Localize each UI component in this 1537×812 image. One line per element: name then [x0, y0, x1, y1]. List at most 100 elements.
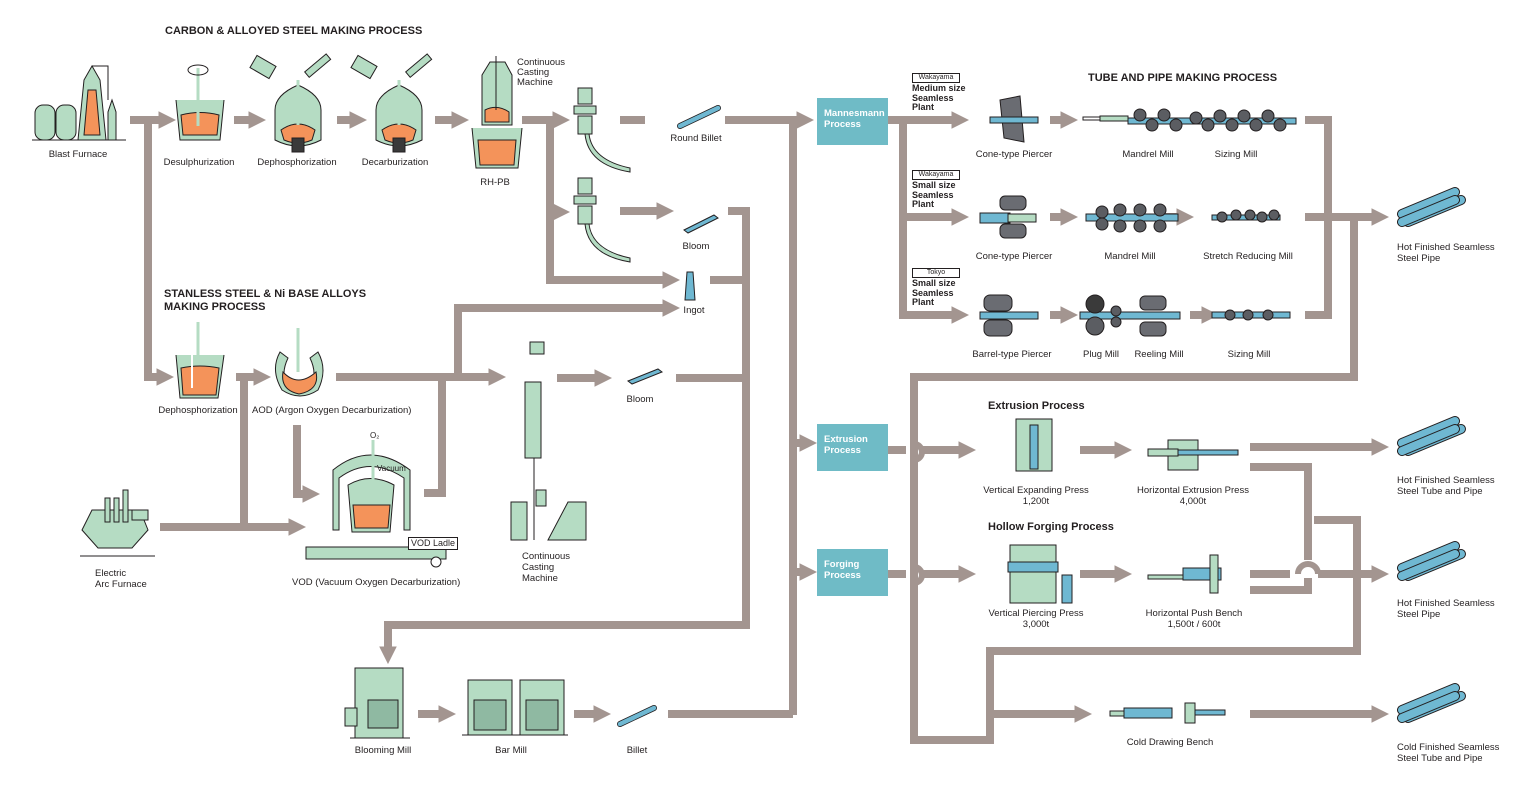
flow-vod-to-ccm — [424, 377, 446, 497]
continuous-casting-machine-icon — [573, 87, 631, 173]
flow-bloom-down — [379, 207, 750, 665]
label-finish: Sizing Mill — [1227, 349, 1271, 360]
label-ingot: Ingot — [683, 305, 705, 316]
label-vod-ladle: VOD Ladle — [408, 537, 459, 550]
pipe-bundle-icon — [1397, 187, 1466, 227]
product-line: Hot Finished Seamless — [1397, 598, 1495, 609]
label-desulphurization: Desulphurization — [163, 157, 235, 168]
label-mill: Mandrel Mill — [1104, 251, 1156, 262]
label-mill: Mandrel Mill — [1122, 149, 1174, 160]
product-line: Cold Finished Seamless — [1397, 742, 1500, 753]
plant-location-tag: Wakayama — [912, 170, 960, 180]
label-round-billet: Round Billet — [670, 133, 722, 144]
flow-lines — [130, 111, 1375, 744]
label-ccm-2: Casting — [517, 67, 550, 78]
bar-mill-icon — [462, 679, 568, 736]
plant-label: Wakayama Small size Seamless Plant — [912, 169, 960, 210]
heading-tube-pipe: TUBE AND PIPE MAKING PROCESS — [1088, 72, 1278, 84]
product-line: Steel Tube and Pipe — [1397, 486, 1483, 497]
vertical-continuous-casting-machine-icon — [510, 341, 587, 541]
barrel-piercer-icon — [979, 294, 1039, 337]
cone-piercer-icon — [989, 95, 1039, 143]
label-vpp-t: 3,000t — [1022, 619, 1050, 630]
label-stainless-dephosphorization: Dephosphorization — [158, 405, 238, 416]
label-dephosphorization: Dephosphorization — [257, 157, 337, 168]
stretch-reducing-mill-icon — [1211, 209, 1281, 223]
mannesmann-label-2: Process — [824, 119, 861, 130]
heading-stainless-2: MAKING PROCESS — [164, 301, 266, 313]
label-hpb-t: 1,500t / 600t — [1167, 619, 1221, 630]
plant-line: Small size — [912, 278, 956, 288]
plant-line: Plant — [912, 297, 935, 307]
label-hep: Horizontal Extrusion Press — [1137, 485, 1249, 496]
label-sccm-3: Machine — [522, 573, 558, 584]
continuous-casting-machine-icon — [573, 177, 631, 263]
heading-extrusion: Extrusion Process — [988, 400, 1085, 412]
heading-stainless-1: STANLESS STEEL & Ni BASE ALLOYS — [164, 288, 367, 300]
plant-label: Wakayama Medium size Seamless Plant — [912, 72, 966, 113]
label-piercer: Barrel-type Piercer — [972, 349, 1052, 360]
line-hop — [1295, 561, 1321, 575]
vod-vessel-icon — [305, 440, 447, 568]
label-vacuum: Vacuum — [377, 464, 406, 473]
rh-pb-icon — [471, 56, 523, 169]
decarburization-converter-icon — [350, 53, 433, 153]
forging-process-box: Forging Process — [817, 549, 888, 596]
plant-line: Medium size — [912, 83, 966, 93]
mandrel-sizing-mill-icon — [1082, 108, 1297, 132]
blast-furnace-icon — [32, 64, 126, 141]
bloom-icon — [683, 214, 719, 234]
label-decarburization: Decarburization — [361, 157, 429, 168]
extrusion-process-box: Extrusion Process — [817, 424, 888, 471]
flow-bf-down-to-stainless — [144, 120, 175, 386]
label-stainless-bloom: Bloom — [626, 394, 654, 405]
forging-label-1: Forging — [824, 559, 860, 570]
label-bar-mill: Bar Mill — [495, 745, 527, 756]
plant-line: Seamless — [912, 287, 954, 298]
label-ccm-1: Continuous — [517, 57, 566, 68]
label-vep: Vertical Expanding Press — [983, 485, 1089, 496]
label-rh-pb: RH-PB — [480, 177, 510, 188]
plant-location-tag: Tokyo — [912, 268, 960, 278]
pipe-bundle-icon — [1397, 541, 1466, 581]
label-blast-furnace: Blast Furnace — [48, 149, 108, 160]
label-vod: VOD (Vacuum Oxygen Decarburization) — [292, 577, 461, 588]
heading-hollow-forging: Hollow Forging Process — [988, 521, 1114, 533]
pipe-bundle-icon — [1397, 416, 1466, 456]
label-vpp: Vertical Piercing Press — [988, 608, 1084, 619]
stainless-bloom-icon — [626, 368, 664, 385]
line-hop — [913, 564, 925, 586]
dephosphorization-converter-icon — [249, 53, 332, 153]
extrusion-label-1: Extrusion — [824, 434, 868, 445]
product-line: Hot Finished Seamless — [1397, 475, 1495, 486]
plant-line: Seamless — [912, 92, 954, 103]
horizontal-push-bench-icon — [1147, 554, 1222, 594]
label-o2: O₂ — [370, 431, 380, 440]
label-ccm-3: Machine — [517, 77, 553, 88]
label-sccm-1: Continuous — [522, 551, 571, 562]
label-mill2: Reeling Mill — [1134, 349, 1184, 360]
label-blooming-mill: Blooming Mill — [354, 745, 412, 756]
cold-drawing-bench-icon — [1109, 702, 1226, 724]
product-line: Steel Pipe — [1397, 253, 1441, 264]
product-line: Steel Tube and Pipe — [1397, 753, 1483, 764]
plant-line: Plant — [912, 102, 935, 112]
blooming-mill-icon — [344, 667, 410, 739]
heading-carbon-steel: CARBON & ALLOYED STEEL MAKING PROCESS — [165, 25, 423, 37]
plant-label: Tokyo Small size Seamless Plant — [912, 267, 960, 308]
label-cold-drawing-bench: Cold Drawing Bench — [1126, 737, 1214, 748]
extrusion-label-2: Process — [824, 445, 861, 456]
ingot-icon — [684, 271, 696, 301]
flow-to-ingot-from-stainless — [454, 299, 681, 377]
plant-location-tag: Wakayama — [912, 73, 960, 83]
cone-piercer-icon — [979, 195, 1037, 239]
label-hpb: Horizontal Push Bench — [1145, 608, 1243, 619]
label-aod: AOD (Argon Oxygen Decarburization) — [252, 405, 412, 416]
product-line: Hot Finished Seamless — [1397, 242, 1495, 253]
label-hep-t: 4,000t — [1179, 496, 1207, 507]
vertical-expanding-press-icon — [1015, 418, 1053, 472]
